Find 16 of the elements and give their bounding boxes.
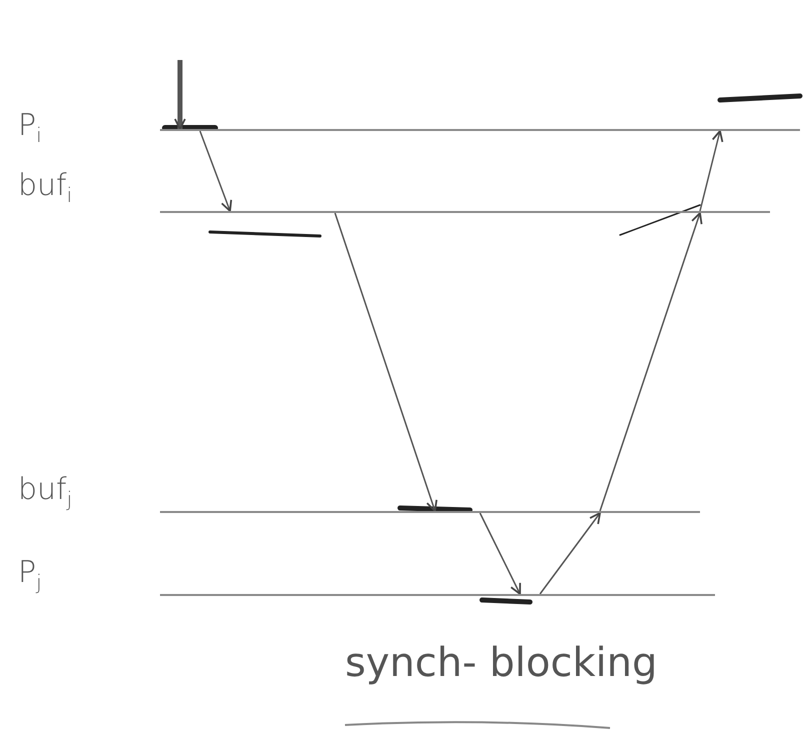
timeline-label: buf$_{j}$ xyxy=(18,472,72,511)
arrow xyxy=(699,130,724,212)
timeline xyxy=(160,211,770,213)
arrow xyxy=(174,60,186,130)
arrow xyxy=(334,212,438,512)
timeline xyxy=(160,594,715,596)
timeline xyxy=(160,511,700,513)
timeline xyxy=(160,129,800,131)
timeline-label: buf$_{i}$ xyxy=(18,168,72,207)
timeline-label: P$_{j}$ xyxy=(18,555,42,594)
arrow xyxy=(199,130,232,212)
arrow xyxy=(539,512,601,594)
arrow xyxy=(479,512,521,595)
timeline-label: P$_{i}$ xyxy=(18,108,42,147)
caption: synch- blocking xyxy=(345,640,658,686)
arrow xyxy=(599,212,702,512)
